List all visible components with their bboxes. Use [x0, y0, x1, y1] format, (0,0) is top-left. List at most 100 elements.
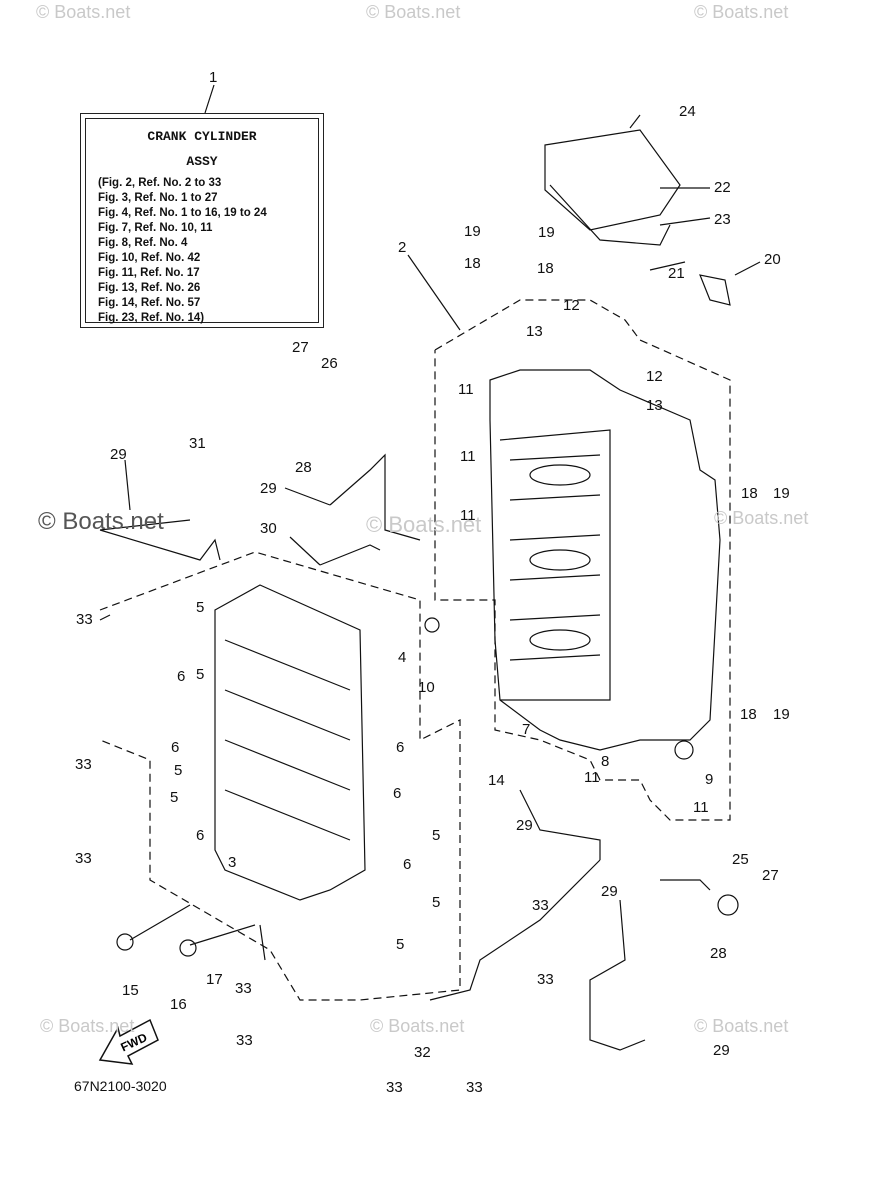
- callout-number: 23: [714, 211, 731, 228]
- callout-number: 19: [464, 223, 481, 240]
- note-line: Fig. 11, Ref. No. 17: [98, 267, 200, 279]
- callout-number: 25: [732, 851, 749, 868]
- callout-number: 12: [563, 297, 580, 314]
- callout-number: 33: [75, 850, 92, 867]
- callout-number: 5: [196, 599, 205, 616]
- callout-number: 11: [460, 507, 476, 524]
- callout-number: 11: [458, 381, 474, 398]
- callout-number: 19: [538, 224, 555, 241]
- callout-number: 5: [174, 762, 183, 779]
- callout-number: 6: [393, 785, 402, 802]
- callout-number: 28: [710, 945, 727, 962]
- callout-number: 33: [76, 611, 93, 628]
- watermark: © Boats.net: [370, 1016, 465, 1036]
- callout-number: 5: [196, 666, 205, 683]
- callout-number: 27: [762, 867, 779, 884]
- note-line: Fig. 10, Ref. No. 42: [98, 252, 201, 264]
- callout-number: 14: [488, 772, 505, 789]
- callout-number: 31: [189, 435, 206, 452]
- callout-number: 15: [122, 982, 139, 999]
- callout-number: 5: [396, 936, 405, 953]
- callout-number: 5: [432, 894, 441, 911]
- callout-number: 30: [260, 520, 277, 537]
- callout-number: 33: [466, 1079, 483, 1096]
- callout-number: 3: [228, 854, 237, 871]
- callout-number: 33: [532, 897, 549, 914]
- note-line: Fig. 7, Ref. No. 10, 11: [98, 222, 213, 234]
- watermark: © Boats.net: [694, 1016, 789, 1036]
- watermark: © Boats.net: [38, 508, 164, 535]
- callout-number: 16: [170, 996, 187, 1013]
- callout-number: 8: [601, 753, 610, 770]
- watermark: © Boats.net: [36, 2, 131, 22]
- assembly-note-box: CRANK CYLINDER ASSY (Fig. 2, Ref. No. 2 …: [80, 113, 324, 328]
- cover-plate: [544, 129, 681, 231]
- dashed-group-outline: [434, 299, 731, 821]
- note-line: Fig. 4, Ref. No. 1 to 16, 19 to 24: [98, 207, 267, 219]
- callout-number: 33: [236, 1032, 253, 1049]
- callout-number: 13: [526, 323, 543, 340]
- callout-number: 11: [693, 799, 709, 816]
- watermark: © Boats.net: [694, 2, 789, 22]
- watermark: © Boats.net: [714, 508, 809, 528]
- note-line: Fig. 8, Ref. No. 4: [98, 237, 188, 249]
- callout-number: 5: [432, 827, 441, 844]
- callout-number: 27: [292, 339, 309, 356]
- watermark: © Boats.net: [366, 2, 461, 22]
- callout-number: 11: [584, 769, 600, 786]
- callout-number: 5: [170, 789, 179, 806]
- callout-number: 6: [403, 856, 412, 873]
- callout-number: 6: [177, 668, 186, 685]
- note-line: Fig. 3, Ref. No. 1 to 27: [98, 192, 218, 204]
- callout-number: 11: [460, 448, 476, 465]
- callout-number: 4: [398, 649, 407, 666]
- callout-number: 6: [196, 827, 205, 844]
- callout-number: 33: [537, 971, 554, 988]
- callout-number: 6: [396, 739, 405, 756]
- clamp-20: [699, 274, 731, 306]
- note-line: Fig. 13, Ref. No. 26: [98, 282, 201, 294]
- crankcase-outline: [489, 369, 721, 751]
- diagram-part-code: 67N2100-3020: [74, 1078, 167, 1094]
- dashed-group-outline-2: [99, 551, 461, 1001]
- note-line: Fig. 14, Ref. No. 57: [98, 297, 201, 309]
- callout-number: 17: [206, 971, 223, 988]
- callout-number: 9: [705, 771, 714, 788]
- callout-number: 21: [668, 265, 685, 282]
- watermark: © Boats.net: [366, 512, 482, 537]
- callout-number: 33: [386, 1079, 403, 1096]
- watermark: © Boats.net: [40, 1016, 135, 1036]
- callout-number: 29: [260, 480, 277, 497]
- callout-number: 2: [398, 239, 407, 256]
- callout-number: 26: [321, 355, 338, 372]
- callout-number: 18: [537, 260, 554, 277]
- callout-number: 18: [464, 255, 481, 272]
- callout-number: 18: [740, 706, 757, 723]
- callout-number: 18: [741, 485, 758, 502]
- callout-number: 19: [773, 706, 790, 723]
- callout-number: 29: [713, 1042, 730, 1059]
- callout-number: 33: [235, 980, 252, 997]
- note-line: (Fig. 2, Ref. No. 2 to 33: [98, 177, 222, 189]
- callout-number: 29: [516, 817, 533, 834]
- callout-number: 33: [75, 756, 92, 773]
- callout-number: 7: [522, 721, 531, 738]
- callout-number: 1: [209, 69, 218, 86]
- callout-number: 28: [295, 459, 312, 476]
- callout-number: 19: [773, 485, 790, 502]
- callout-number: 24: [679, 103, 696, 120]
- callout-number: 29: [110, 446, 127, 463]
- cylinder-block-outline: [214, 584, 366, 901]
- callout-number: 12: [646, 368, 663, 385]
- note-line: Fig. 23, Ref. No. 14): [98, 312, 205, 324]
- callout-number: 10: [418, 679, 435, 696]
- callout-number: 6: [171, 739, 180, 756]
- note-title-line1: CRANK CYLINDER: [147, 129, 257, 144]
- callout-number: 29: [601, 883, 618, 900]
- callout-number: 13: [646, 397, 663, 414]
- callout-number: 22: [714, 179, 731, 196]
- note-title-line2: ASSY: [186, 154, 218, 169]
- callout-number: 32: [414, 1044, 431, 1061]
- callout-number: 20: [764, 251, 781, 268]
